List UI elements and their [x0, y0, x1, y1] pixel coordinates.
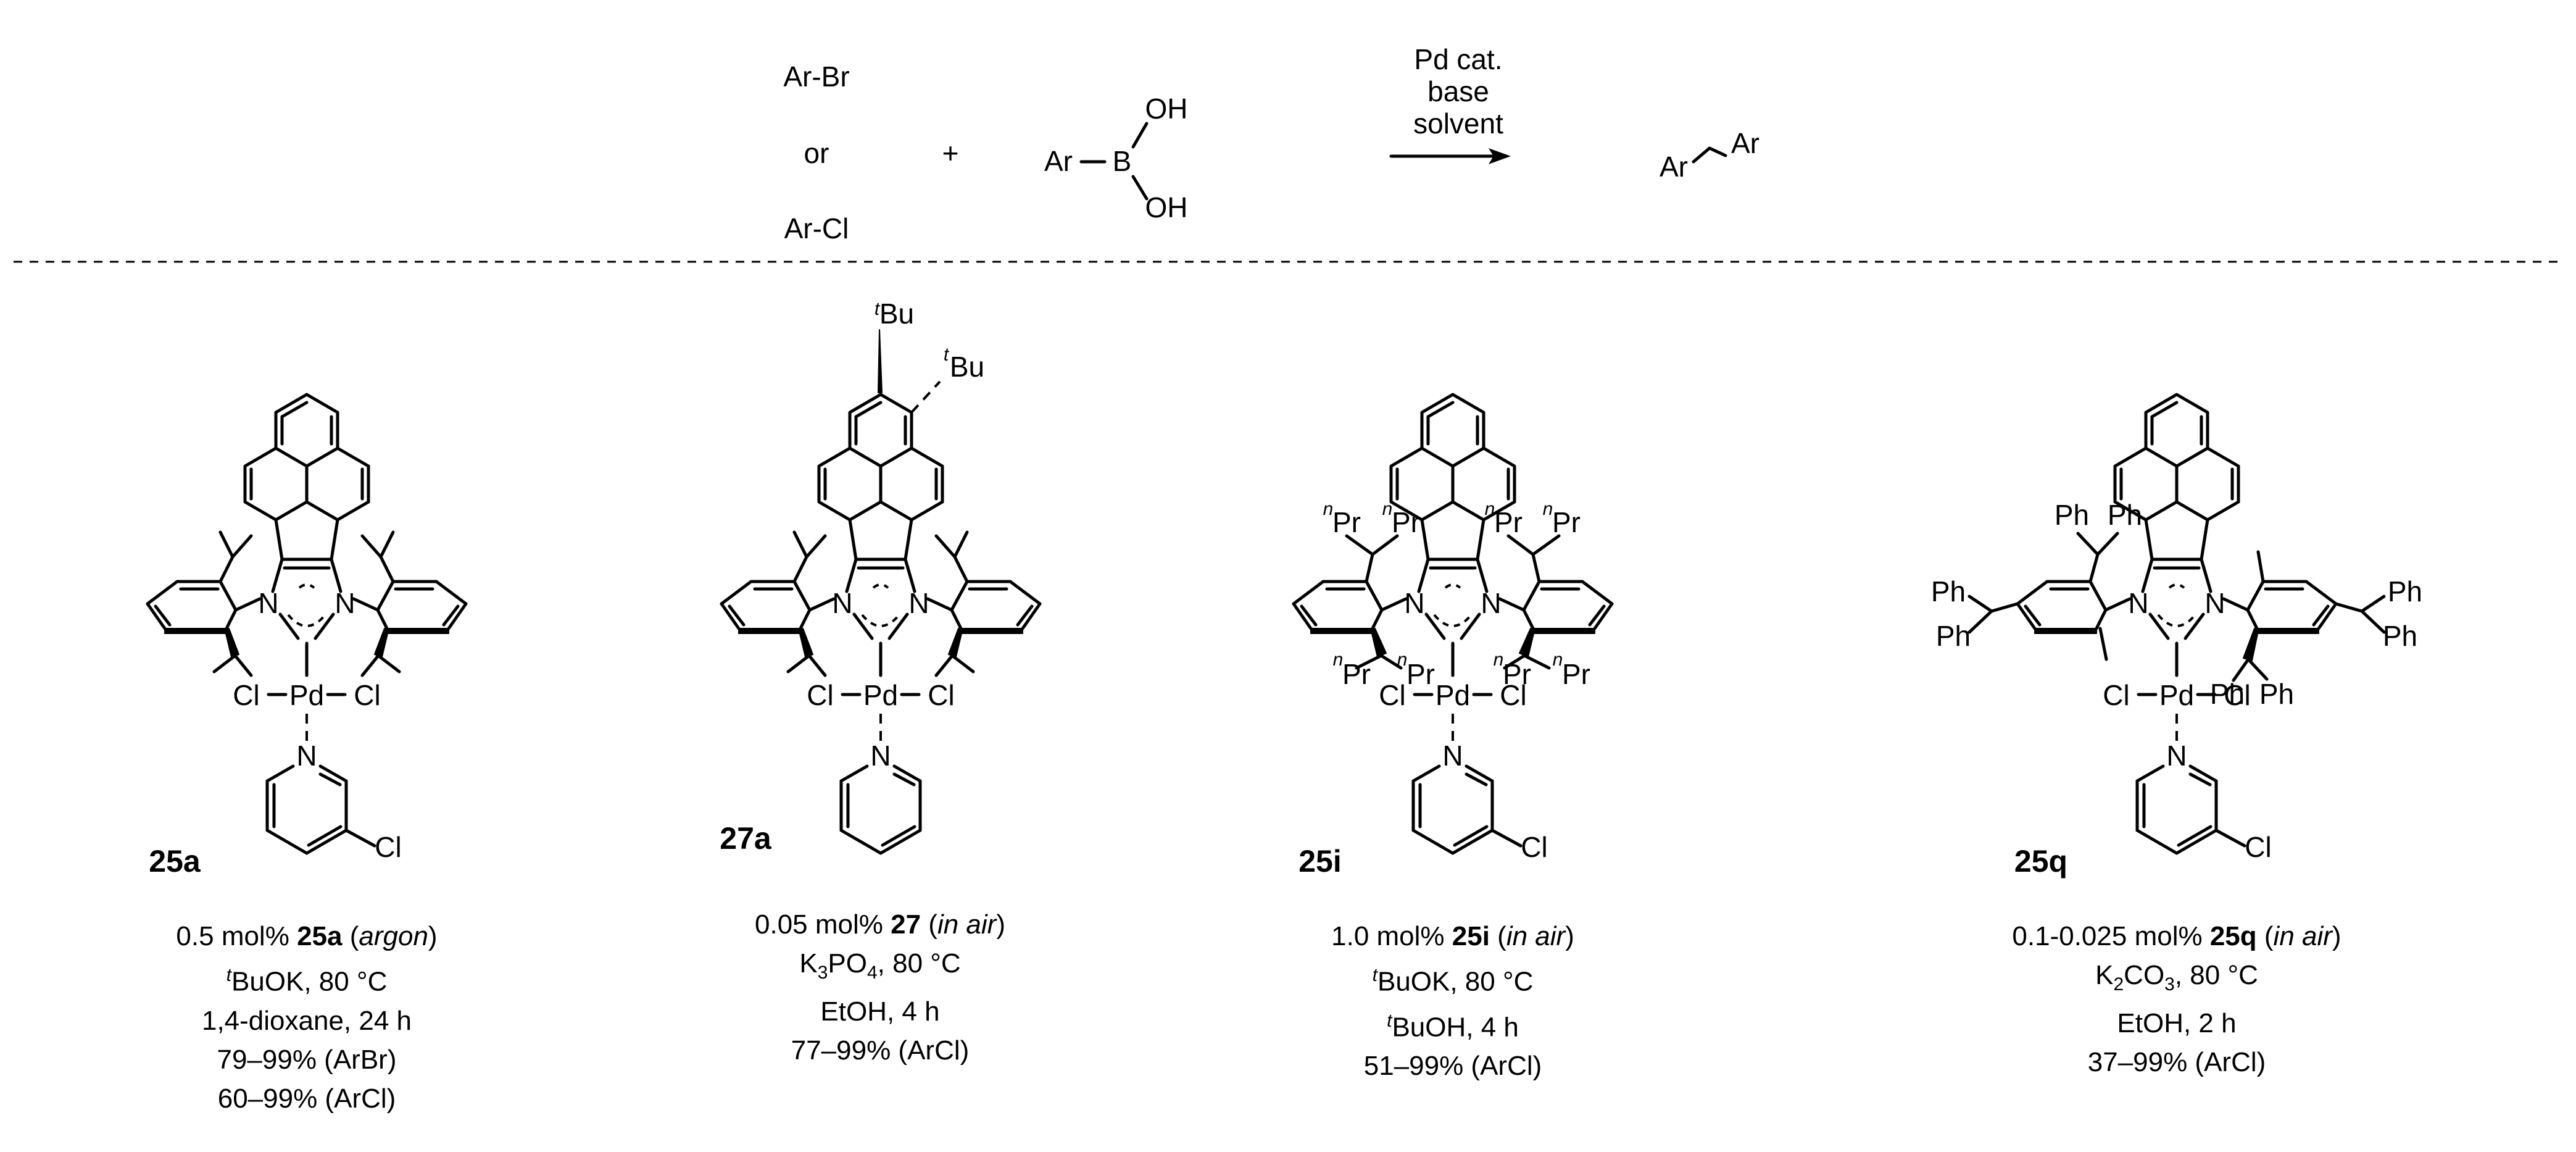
- svg-text:Ar: Ar: [1660, 151, 1688, 183]
- catalyst-25q-structure: Ph Ph Ph Ph Ph Ph Ph Ph: [1931, 394, 2422, 863]
- svg-text:Pr: Pr: [1562, 658, 1590, 690]
- aryl-bromide: Ar-Br: [783, 61, 849, 93]
- svg-text:base: base: [1427, 75, 1489, 107]
- catalyst-25a-structure: [147, 394, 466, 863]
- svg-text:Pr: Pr: [1332, 506, 1361, 538]
- svg-text:OH: OH: [1145, 191, 1188, 223]
- svg-text:Ph: Ph: [1931, 575, 1966, 607]
- svg-text:Pr: Pr: [1552, 506, 1581, 538]
- svg-text:Pr: Pr: [1392, 506, 1420, 538]
- svg-text:n: n: [1397, 649, 1408, 670]
- svg-text:n: n: [1323, 499, 1334, 519]
- svg-text:OH: OH: [1145, 93, 1188, 125]
- npr-groups: n Pr n Pr n Pr n Pr n Pr n Pr n Pr n Pr: [1323, 499, 1590, 690]
- svg-text:n: n: [1494, 649, 1504, 670]
- svg-text:n: n: [1553, 649, 1563, 670]
- reaction-arrow: [1389, 148, 1511, 164]
- conditions-25q: 0.1-0.025 mol% 25q (in air) K2CO3, 80 °C…: [2012, 921, 2341, 1077]
- svg-text:Ph: Ph: [2388, 575, 2422, 607]
- tbu-substituents: t Bu t Bu: [875, 298, 984, 414]
- compound-label-25i: 25i: [1298, 844, 1342, 879]
- svg-text:Ph: Ph: [2383, 620, 2417, 652]
- svg-text:Ar: Ar: [1044, 145, 1073, 177]
- svg-text:n: n: [1382, 499, 1393, 519]
- or-text: or: [804, 137, 829, 169]
- svg-text:Pd cat.: Pd cat.: [1414, 43, 1502, 75]
- svg-text:Ph: Ph: [2259, 678, 2294, 710]
- svg-text:Ph: Ph: [2210, 678, 2245, 710]
- svg-text:Ar: Ar: [1731, 127, 1760, 159]
- catalyst-27a-structure: t Bu t Bu: [721, 298, 1040, 853]
- svg-text:t: t: [944, 344, 950, 365]
- compound-label-25a: 25a: [149, 844, 201, 879]
- svg-text:Pr: Pr: [1503, 658, 1531, 690]
- svg-text:Pr: Pr: [1342, 658, 1371, 690]
- svg-text:Bu: Bu: [879, 298, 914, 330]
- reaction-conditions: Pd cat. base solvent: [1413, 43, 1503, 140]
- boronic-acid: Ar B OH OH: [1044, 93, 1188, 223]
- compound-label-25q: 25q: [2014, 844, 2067, 879]
- svg-text:n: n: [1333, 649, 1344, 670]
- reaction-equation: Ar-Br or Ar-Cl + Ar B OH OH Pd cat. base…: [783, 43, 1760, 244]
- svg-text:n: n: [1485, 499, 1495, 519]
- conditions-27a: 0.05 mol% 27 (in air) K3PO4, 80 °C EtOH,…: [755, 909, 1005, 1066]
- svg-text:n: n: [1543, 499, 1553, 519]
- benzhydryl-groups: Ph Ph Ph Ph Ph Ph Ph Ph: [1931, 499, 2422, 710]
- svg-text:Ph: Ph: [2108, 499, 2142, 531]
- svg-text:Pr: Pr: [1494, 506, 1523, 538]
- conditions-25i: 1.0 mol% 25i (in air) tBuOK, 80 °C tBuOH…: [1331, 921, 1574, 1082]
- svg-text:solvent: solvent: [1413, 107, 1503, 140]
- conditions-25a: 0.5 mol% 25a (argon) tBuOK, 80 °C 1,4-di…: [176, 921, 438, 1114]
- svg-text:Ph: Ph: [2055, 499, 2089, 531]
- svg-text:t: t: [875, 299, 881, 319]
- catalyst-25i-structure: n Pr n Pr n Pr n Pr n Pr n Pr n Pr n Pr: [1294, 394, 1612, 863]
- aryl-chloride: Ar-Cl: [784, 212, 849, 244]
- svg-text:Ph: Ph: [1936, 620, 1971, 652]
- compound-label-27a: 27a: [720, 821, 772, 856]
- svg-text:B: B: [1113, 145, 1132, 177]
- svg-text:Bu: Bu: [950, 351, 984, 383]
- plus-sign: +: [942, 137, 959, 169]
- svg-text:Pr: Pr: [1406, 658, 1435, 690]
- biaryl-product: Ar Ar: [1660, 127, 1760, 183]
